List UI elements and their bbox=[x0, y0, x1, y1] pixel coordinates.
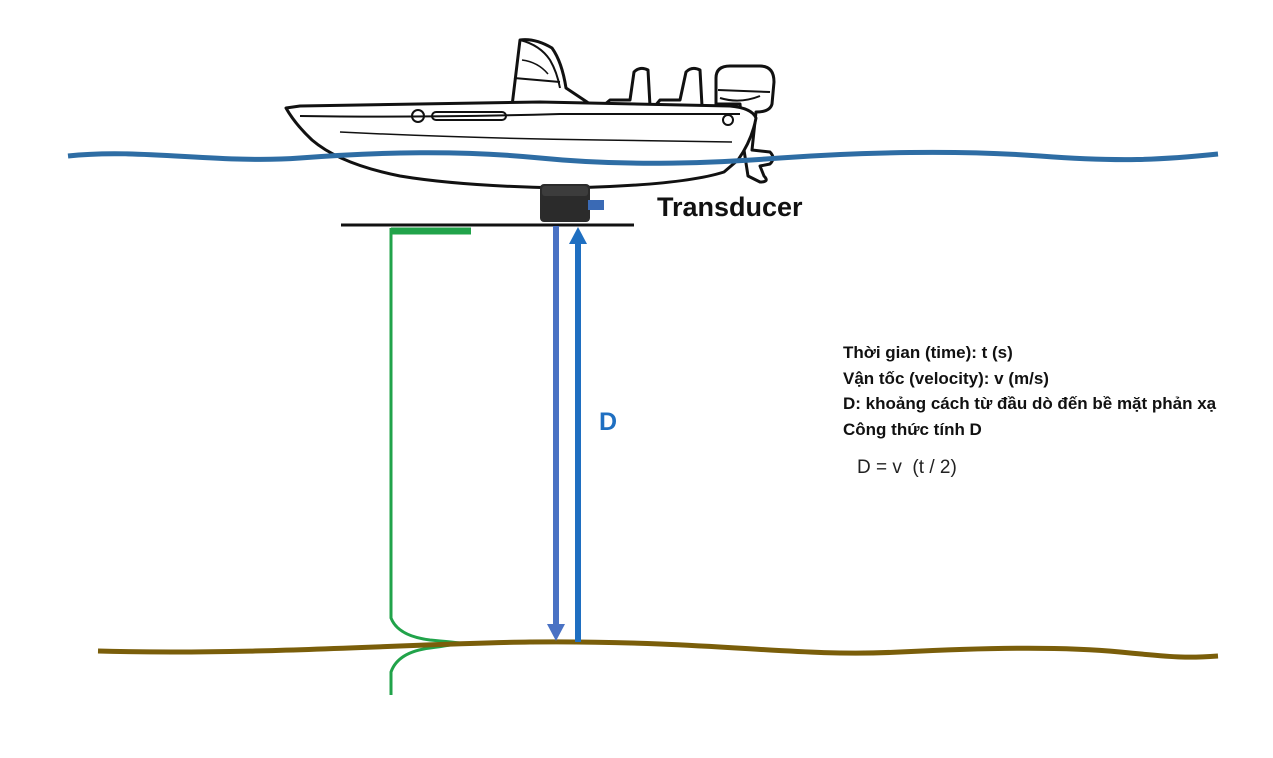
depth-formula: D = v (t / 2) bbox=[857, 457, 957, 478]
note-velocity: Vận tốc (velocity): v (m/s) bbox=[843, 368, 1049, 388]
legend-notes: Thời gian (time): t (s) Vận tốc (velocit… bbox=[843, 340, 1216, 442]
transducer-label: Transducer bbox=[657, 192, 803, 222]
seabed-line bbox=[97, 639, 1219, 660]
depth-label: D bbox=[599, 408, 618, 436]
pulse-down-arrow bbox=[547, 226, 565, 641]
transducer-icon bbox=[540, 184, 604, 222]
boat-icon bbox=[284, 38, 776, 190]
echo-up-arrow bbox=[569, 227, 587, 642]
note-formula-heading: Công thức tính D bbox=[843, 419, 982, 439]
echo-signal-trace bbox=[389, 227, 471, 695]
note-distance: D: khoảng cách từ đầu dò đến bề mặt phản… bbox=[843, 394, 1217, 413]
note-time: Thời gian (time): t (s) bbox=[843, 343, 1013, 362]
water-surface-line bbox=[67, 149, 1219, 166]
